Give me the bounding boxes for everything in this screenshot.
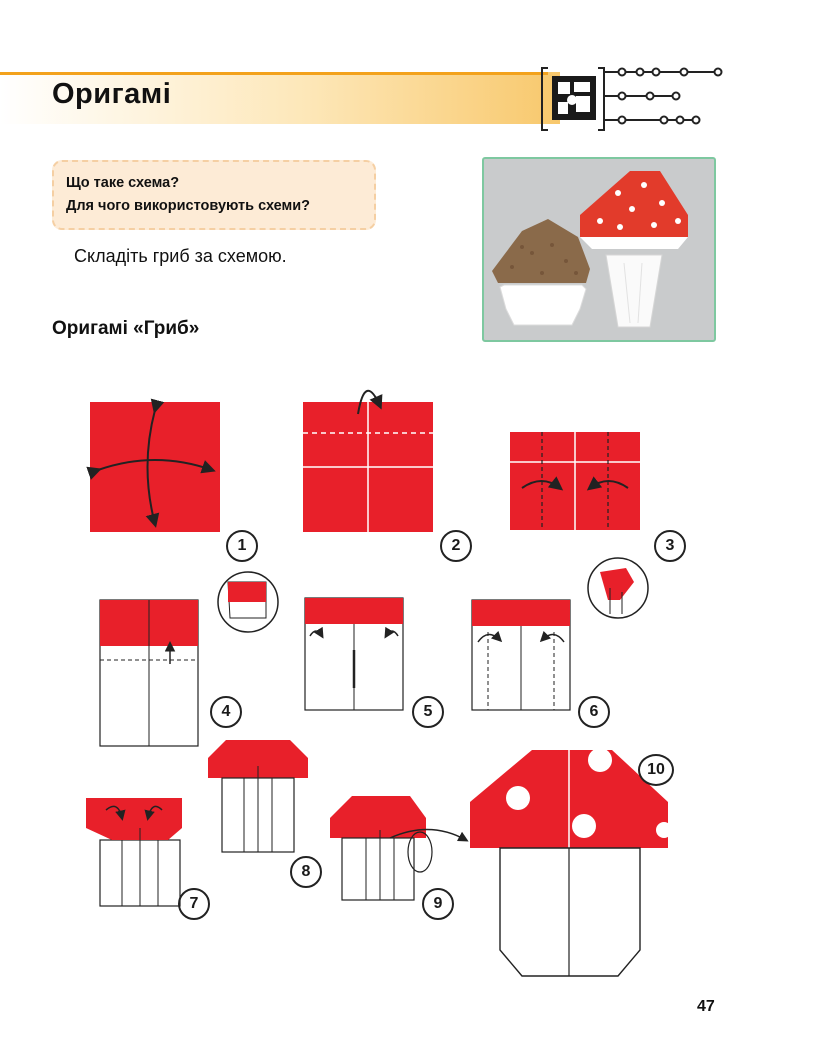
step-3-figure [510,432,640,530]
question-2: Для чого використовують схеми? [66,198,311,214]
step-4-figure [99,571,279,747]
origami-mushroom-photo [482,157,716,342]
question-box [52,160,376,230]
section-subtitle: Оригамі «Гриб» [52,318,200,339]
page-number: 47 [697,998,715,1015]
step-6-figure [471,557,649,711]
step-8-figure [208,740,308,853]
step-2-figure [303,390,433,532]
step-10-figure [470,748,672,977]
header-line [0,72,548,75]
origami-diagram [86,390,672,977]
step-1-figure [86,398,220,532]
page-title: Оригамі [52,78,172,110]
instruction-text: Складіть гриб за схемою. [74,246,287,266]
step-5-figure [304,597,404,711]
question-1: Що таке схема? [66,175,180,191]
step-9-figure [330,796,469,901]
step-7-figure [86,798,182,907]
header-band [0,72,560,124]
puzzle-icon [541,67,723,131]
